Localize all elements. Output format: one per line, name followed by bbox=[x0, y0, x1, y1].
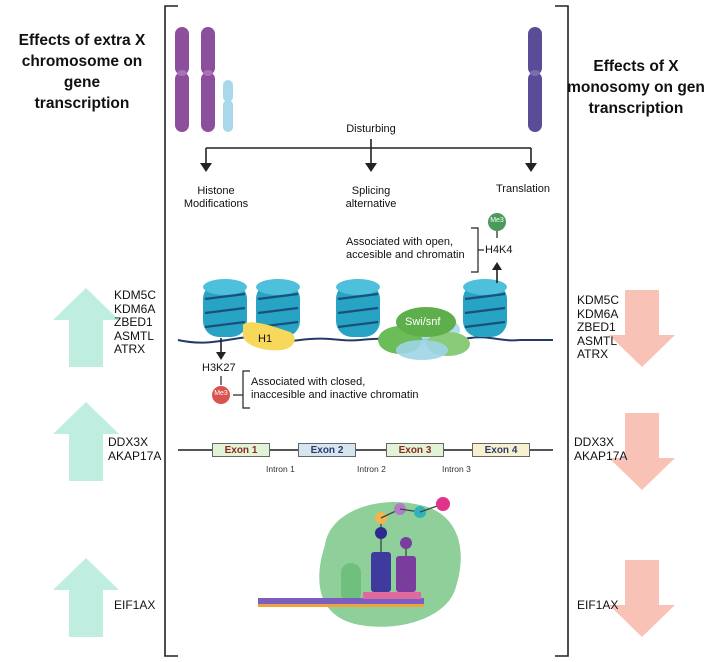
nucleosome-2 bbox=[256, 279, 300, 337]
branch-line: Splicing bbox=[351, 185, 391, 197]
up-arrow-2 bbox=[53, 402, 119, 481]
gene-label: KDM5C bbox=[577, 293, 620, 307]
left-gene-group-1: KDM5C KDM6A ZBED1 ASMTL ATRX bbox=[114, 288, 157, 357]
me3-green-circle bbox=[488, 213, 506, 231]
me3-red-label: Me3 bbox=[214, 390, 228, 397]
down-arrow-2 bbox=[609, 413, 675, 490]
exon-3: Exon 3 bbox=[386, 443, 444, 457]
h3k27-label: H3K27 bbox=[202, 362, 236, 374]
note-line: Associated with open, bbox=[346, 236, 454, 248]
left-gene-group-3: EIF1AX bbox=[114, 598, 156, 613]
disturbing-label: Disturbing bbox=[346, 123, 396, 135]
nucleosome-3 bbox=[336, 279, 380, 337]
branch-line: Translation bbox=[495, 183, 550, 195]
closed-note-bracket bbox=[242, 370, 250, 409]
branch-line: alternative bbox=[345, 198, 397, 210]
nucleosome-4 bbox=[463, 279, 507, 337]
left-bracket bbox=[164, 5, 178, 657]
right-gene-group-1: KDM5C KDM6A ZBED1 ASMTL ATRX bbox=[577, 293, 620, 362]
intron-1: Intron 1 bbox=[266, 464, 295, 474]
peptide-chain bbox=[375, 497, 450, 527]
chromosome-y bbox=[223, 80, 233, 132]
branch-line: Modifications bbox=[183, 198, 249, 210]
translation-label: Translation bbox=[483, 183, 563, 196]
down-arrow-3 bbox=[609, 560, 675, 637]
right-heading: Effects of X monosomy on gen transcripti… bbox=[566, 56, 706, 119]
up-arrow-3 bbox=[53, 558, 119, 637]
gene-label: ATRX bbox=[577, 347, 609, 362]
chromosome-x-1 bbox=[175, 27, 189, 132]
dna-strand bbox=[177, 336, 553, 344]
nucleosome-1 bbox=[203, 279, 247, 337]
gene-label: AKAP17A bbox=[108, 448, 162, 463]
h3k27-arrowhead bbox=[216, 352, 226, 360]
up-arrow-1 bbox=[53, 288, 119, 367]
right-heading-line-3: transcription bbox=[588, 100, 684, 117]
gene-label: KDM6A bbox=[577, 306, 619, 321]
gene-label: AKAP17A bbox=[574, 448, 628, 463]
note-line: inaccesible and inactive chromatin bbox=[251, 389, 419, 401]
me3-green-label: Me3 bbox=[490, 217, 504, 224]
closed-chromatin-note: Associated with closed, inaccesible and … bbox=[251, 376, 451, 402]
right-heading-line-1: Effects of X bbox=[593, 58, 679, 75]
histone-modifications-label: Histone Modifications bbox=[176, 185, 256, 211]
gene-label: ZBED1 bbox=[114, 315, 153, 330]
left-gene-group-2: DDX3X AKAP17A bbox=[108, 435, 162, 463]
me3-red-circle bbox=[212, 386, 230, 404]
left-heading: Effects of extra X chromosome on gene tr… bbox=[6, 30, 158, 114]
gene-label: EIF1AX bbox=[114, 598, 156, 612]
intron-3: Intron 3 bbox=[442, 464, 471, 474]
gene-label: KDM5C bbox=[114, 288, 157, 302]
note-line: Associated with closed, bbox=[251, 376, 366, 388]
gene-label: EIF1AX bbox=[577, 598, 619, 612]
right-heading-line-2: monosomy on gen bbox=[567, 79, 705, 96]
swisnf-label: Swi/snf bbox=[405, 316, 441, 328]
note-line: accesible and chromatin bbox=[346, 249, 465, 261]
gene-label: DDX3X bbox=[574, 435, 615, 449]
h1-label: H1 bbox=[258, 333, 273, 345]
gene-label: ATRX bbox=[114, 342, 146, 357]
disturbing-tree bbox=[205, 139, 532, 165]
gene-label: ASMTL bbox=[114, 328, 155, 343]
intron-2: Intron 2 bbox=[357, 464, 386, 474]
gene-label: ZBED1 bbox=[577, 320, 616, 335]
right-bracket bbox=[555, 5, 569, 657]
chromosome-x-2 bbox=[201, 27, 215, 132]
open-chromatin-note: Associated with open, accesible and chro… bbox=[346, 236, 471, 262]
mrna-strand bbox=[258, 592, 424, 607]
exon-2: Exon 2 bbox=[298, 443, 356, 457]
right-gene-group-2: DDX3X AKAP17A bbox=[574, 435, 628, 463]
arrowhead-translation bbox=[525, 163, 537, 172]
right-gene-group-3: EIF1AX bbox=[577, 598, 619, 613]
ribosome bbox=[319, 501, 461, 627]
open-note-bracket bbox=[471, 227, 479, 273]
branch-line: Histone bbox=[197, 185, 235, 197]
arrowhead-histone bbox=[200, 163, 212, 172]
down-arrow-1 bbox=[609, 290, 675, 367]
exon-4: Exon 4 bbox=[472, 443, 530, 457]
left-heading-line-2: chromosome on gene bbox=[21, 53, 143, 91]
gene-label: ASMTL bbox=[577, 333, 618, 348]
swisnf-complex bbox=[378, 307, 470, 360]
left-heading-line-3: transcription bbox=[34, 95, 130, 112]
h4k4-arrowhead bbox=[492, 262, 502, 270]
gene-label: KDM6A bbox=[114, 301, 156, 316]
arrowhead-splicing bbox=[365, 163, 377, 172]
h1-protein bbox=[243, 322, 295, 351]
h4k4-label: H4K4 bbox=[485, 244, 513, 256]
left-heading-line-1: Effects of extra X bbox=[18, 32, 146, 49]
gene-label: DDX3X bbox=[108, 435, 149, 449]
exon-1: Exon 1 bbox=[212, 443, 270, 457]
splicing-alternative-label: Splicing alternative bbox=[330, 185, 412, 211]
chromosome-x-single bbox=[528, 27, 542, 132]
